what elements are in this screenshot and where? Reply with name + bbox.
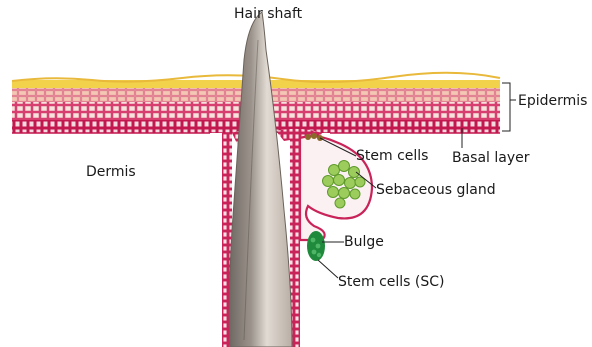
epidermis-bracket: [502, 83, 510, 131]
stem-cells-label: Stem cells: [356, 148, 428, 164]
epidermis-label: Epidermis: [518, 93, 587, 109]
bulge-label: Bulge: [344, 234, 384, 250]
basal-layer-label: Basal layer: [452, 150, 530, 166]
sebaceous-gland-label: Sebaceous gland: [376, 182, 496, 198]
stem-cells-sc-label: Stem cells (SC): [338, 274, 445, 290]
bulge-stem-cells: [307, 231, 325, 261]
dermis-label: Dermis: [86, 164, 136, 180]
hair-shaft-label: Hair shaft: [234, 6, 302, 22]
